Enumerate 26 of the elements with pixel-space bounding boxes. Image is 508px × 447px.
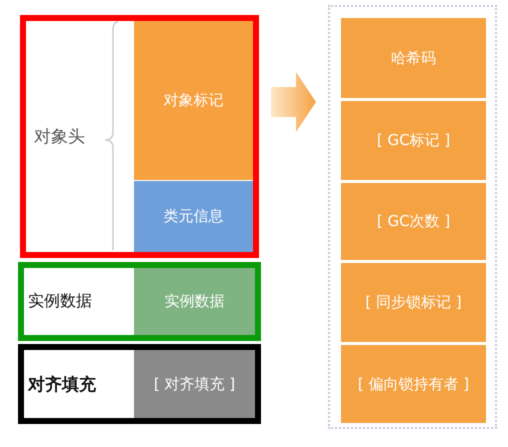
field-cell	[341, 345, 486, 423]
section-label: 对象头	[34, 126, 85, 148]
section-frame	[20, 15, 259, 258]
field-cell	[134, 350, 255, 418]
field-cell	[341, 18, 486, 98]
dotted-container	[328, 5, 497, 429]
field-label: 对象标记	[164, 91, 224, 110]
field-cell	[134, 21, 253, 180]
field-label: [ GC标记 ]	[376, 131, 450, 150]
section-label: 实例数据	[28, 291, 92, 312]
field-cell	[341, 101, 486, 180]
field-cell	[134, 268, 255, 335]
section-frame	[18, 262, 261, 341]
block-arrow	[271, 72, 316, 132]
field-label: 实例数据	[164, 292, 224, 311]
field-label: [ 对齐填充 ]	[154, 374, 236, 394]
section-frame	[18, 344, 261, 424]
field-cell	[134, 181, 253, 252]
field-label: [ 偏向锁持有者 ]	[358, 374, 470, 394]
field-cell	[341, 183, 486, 260]
field-label: [ GC次数 ]	[376, 212, 450, 231]
field-label: 哈希码	[391, 48, 436, 68]
field-label: 类元信息	[164, 207, 224, 226]
field-cell	[341, 263, 486, 342]
section-label: 对齐填充	[28, 374, 96, 396]
field-label: [ 同步锁标记 ]	[365, 293, 462, 312]
